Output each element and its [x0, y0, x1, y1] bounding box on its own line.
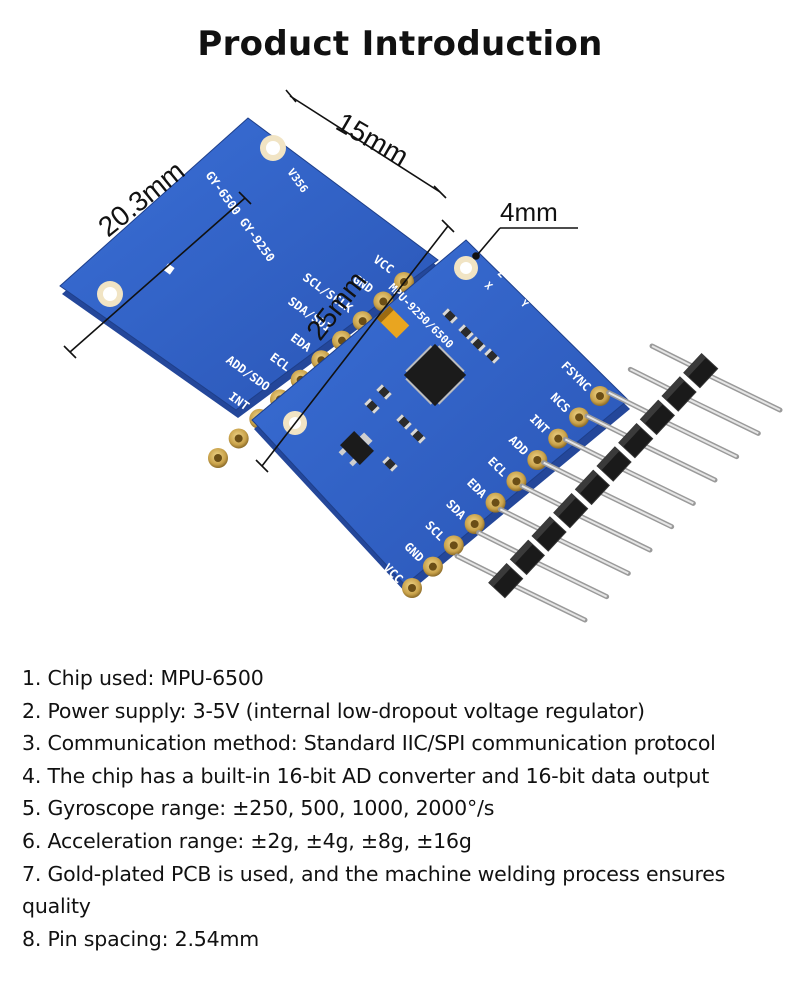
header-pin	[596, 446, 632, 482]
spec-item: 7. Gold-plated PCB is used, and the mach…	[22, 861, 726, 919]
spec-item: 1. Chip used: MPU-6500	[22, 666, 264, 690]
smd-component	[382, 456, 398, 472]
mpu-chip	[403, 343, 467, 407]
product-illustration: VCCGNDSCL/SCLKSDA/SDIEDAECLADD/SDOINTNCS…	[59, 89, 783, 623]
smd-component	[364, 398, 380, 414]
smd-component	[376, 384, 392, 400]
dimension-width-label: 15mm	[331, 106, 414, 172]
smd-component	[410, 428, 426, 444]
spec-item: 5. Gyroscope range: ±250, 500, 1000, 200…	[22, 796, 495, 821]
header-pin	[553, 492, 589, 529]
header-pin	[574, 469, 611, 506]
spec-item: 8. Pin spacing: 2.54mm	[22, 926, 260, 951]
back-pin-label: NCS	[205, 409, 231, 433]
smd-component	[442, 308, 458, 324]
smd-component	[470, 336, 486, 352]
header-pin	[683, 352, 719, 389]
header-pin	[488, 562, 524, 599]
header-pin	[639, 399, 676, 436]
smd-component	[484, 348, 500, 364]
spec-item: 3. Communication method: Standard IIC/SP…	[22, 731, 716, 756]
dimension-lines	[63, 89, 578, 473]
header-pin	[661, 376, 697, 412]
voltage-regulator	[338, 431, 374, 467]
spec-item: 4. The chip has a built-in 16-bit AD con…	[22, 763, 710, 788]
spec-list: 1. Chip used: MPU-6500 2. Power supply: 3…	[22, 662, 792, 955]
page-title: Product Introduction	[197, 24, 603, 64]
header-pin	[618, 422, 654, 459]
spec-item: 6. Acceleration range: ±2g, ±4g, ±8g, ±1…	[22, 828, 472, 853]
spec-item: 2. Power supply: 3-5V (internal low-drop…	[22, 698, 645, 723]
pin-header	[454, 343, 783, 623]
back-pin-label: FSYNC	[173, 420, 210, 453]
header-pin	[531, 516, 567, 552]
tantalum-capacitor	[376, 305, 410, 339]
smd-component	[458, 324, 474, 340]
dimension-hole-label: 4mm	[500, 197, 558, 227]
header-pin	[509, 539, 546, 576]
smd-component	[396, 414, 412, 430]
